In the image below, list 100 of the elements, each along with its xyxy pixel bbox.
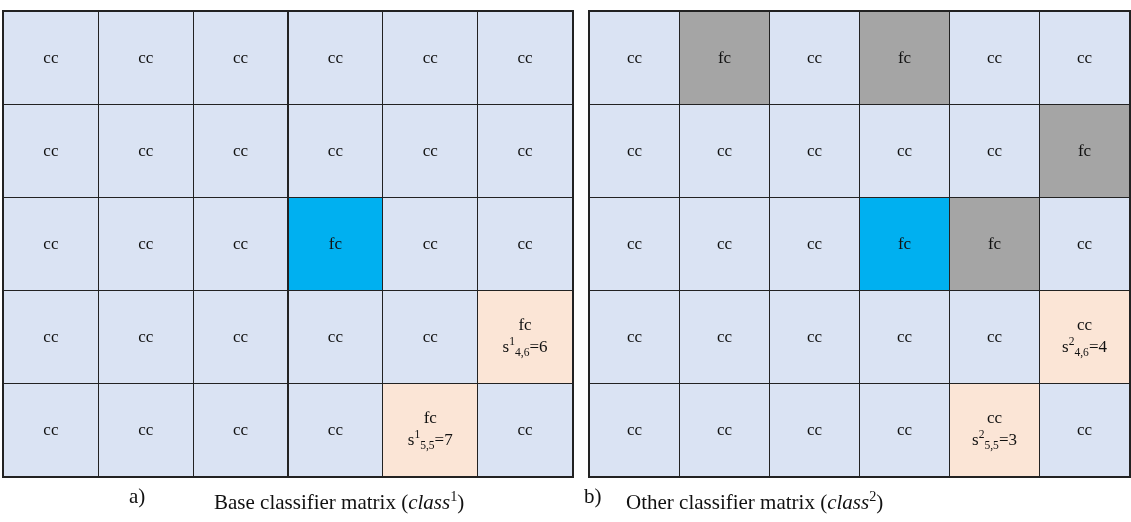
matrix-caption: Other classifier matrix (class$^{2}$) [626, 487, 884, 515]
matrix-cell [769, 11, 860, 105]
cell-label: cc [806, 234, 823, 254]
score-label: s$^{1}$$_{4,6}$=6 [502, 334, 548, 359]
cell-label: cc [233, 234, 249, 254]
matrix-cell [589, 104, 680, 198]
matrix-cell [1039, 11, 1130, 105]
matrix-cell [769, 383, 860, 477]
cell-label: cc [896, 141, 913, 161]
matrix-cell [859, 290, 950, 384]
cell-label: cc [517, 234, 533, 254]
cell-label: cc [1076, 48, 1093, 68]
cell-label: cc [626, 234, 643, 254]
cell-label: cc [986, 408, 1003, 428]
cell-label: cc [986, 327, 1003, 347]
cell-label: cc [806, 327, 823, 347]
cell-label: fc [717, 48, 732, 68]
cell-label: cc [138, 141, 154, 161]
matrix-cell [859, 104, 950, 198]
matrix-cell [477, 11, 573, 105]
score-label: s$^{2}$$_{5,5}$=3 [972, 427, 1017, 452]
matrix-cell [859, 11, 950, 105]
cell-label: fc [423, 408, 437, 428]
matrix-cell [97, 383, 194, 477]
cell-label: cc [986, 48, 1003, 68]
matrix-cell [1039, 197, 1130, 291]
matrix-cell [679, 11, 770, 105]
matrix-cell [1039, 104, 1130, 198]
matrix-cell [949, 104, 1040, 198]
cell-label: cc [138, 327, 154, 347]
matrix-cell [1039, 290, 1130, 384]
cell-label: cc [716, 420, 733, 440]
matrix-cell [859, 383, 950, 477]
matrix-cell [3, 290, 99, 384]
matrix-cell [679, 104, 770, 198]
matrix-cell [382, 290, 479, 384]
matrix-cell [679, 383, 770, 477]
matrix-cell [97, 197, 194, 291]
matrix-cell [1039, 383, 1130, 477]
cell-label: cc [517, 48, 533, 68]
cell-label: cc [517, 141, 533, 161]
matrix-cell [287, 383, 384, 477]
matrix-cell [949, 383, 1040, 477]
matrix-cell [287, 104, 384, 198]
cell-label: cc [626, 327, 643, 347]
cell-label: fc [328, 234, 342, 254]
cell-label: cc [43, 420, 59, 440]
matrix-cell [287, 290, 384, 384]
cell-label: cc [716, 141, 733, 161]
cell-label: cc [327, 141, 343, 161]
matrix-cell [3, 104, 99, 198]
cell-label: cc [422, 48, 438, 68]
cell-label: cc [43, 327, 59, 347]
matrix-cell [287, 11, 384, 105]
cell-label: cc [43, 141, 59, 161]
matrix-cell [477, 104, 573, 198]
matrix-cell [679, 197, 770, 291]
matrix-cell [3, 11, 99, 105]
matrix-cell [949, 11, 1040, 105]
cell-label: cc [422, 141, 438, 161]
cell-label: cc [138, 48, 154, 68]
matrix-cell [97, 290, 194, 384]
cell-label: cc [626, 420, 643, 440]
cell-label: cc [422, 327, 438, 347]
cell-label: fc [897, 48, 912, 68]
matrix-cell [382, 104, 479, 198]
cell-label: cc [233, 420, 249, 440]
cell-label: cc [233, 141, 249, 161]
cell-label: cc [896, 327, 913, 347]
matrix-cell [382, 11, 479, 105]
cell-label: cc [1076, 234, 1093, 254]
matrix-cell [949, 197, 1040, 291]
matrix-cell [477, 383, 573, 477]
cell-label: cc [43, 234, 59, 254]
matrix-cell [192, 197, 289, 291]
matrix-cell [192, 290, 289, 384]
panel-letter: b) [584, 483, 602, 509]
cell-label: cc [806, 420, 823, 440]
matrix-cell [3, 197, 99, 291]
score-label: s$^{1}$$_{5,5}$=7 [407, 427, 453, 452]
matrix-cell [679, 290, 770, 384]
matrix-caption: Base classifier matrix (class$^{1}$) [214, 487, 465, 515]
matrix-cell [769, 197, 860, 291]
matrix-cell [97, 104, 194, 198]
cell-label: cc [327, 420, 343, 440]
matrix-cell [589, 197, 680, 291]
cell-label: cc [896, 420, 913, 440]
cell-label: cc [986, 141, 1003, 161]
cell-label: cc [233, 327, 249, 347]
cell-label: cc [422, 234, 438, 254]
cell-label: cc [626, 141, 643, 161]
cell-label: cc [716, 327, 733, 347]
cell-label: cc [517, 420, 533, 440]
matrix-cell [769, 290, 860, 384]
cell-label: cc [1076, 315, 1093, 335]
cell-label: cc [626, 48, 643, 68]
cell-label: cc [806, 48, 823, 68]
cell-label: fc [1077, 141, 1092, 161]
cell-label: cc [138, 234, 154, 254]
matrix-cell [589, 383, 680, 477]
